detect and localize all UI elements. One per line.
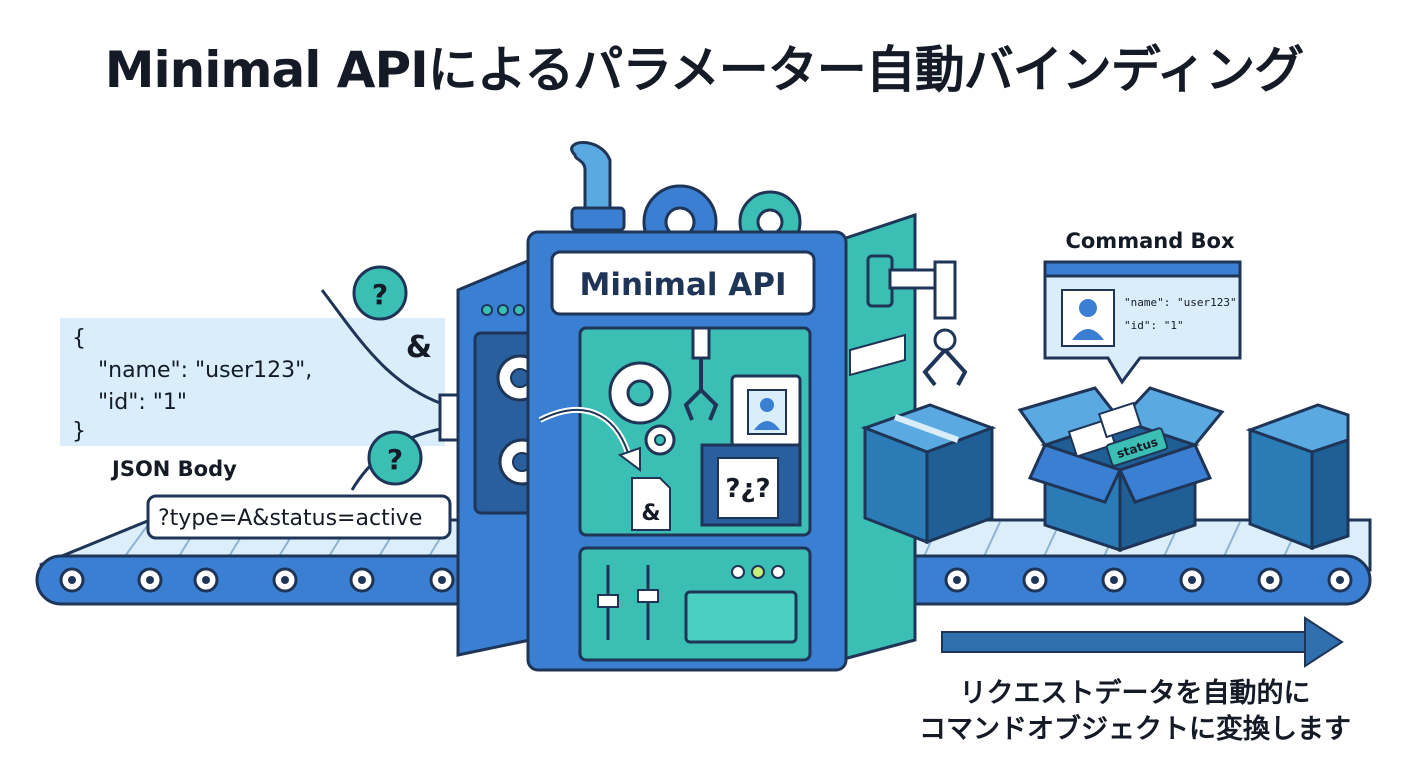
- window-gear-icon: [608, 361, 672, 425]
- command-box-line-2: "id": "1": [1124, 319, 1184, 332]
- question-badge-top: ?: [352, 265, 408, 321]
- json-line-1: {: [72, 326, 86, 351]
- machine-label: Minimal API: [579, 267, 786, 303]
- ampersand-paper: &: [641, 501, 660, 526]
- json-body-panel: { "name": "user123", "id": "1" }: [60, 318, 445, 446]
- caption-line-2: コマンドオブジェクトに変換します: [919, 713, 1351, 745]
- closed-box-1: [860, 403, 997, 545]
- minimal-api-machine: Minimal API ?¿? &: [456, 141, 968, 672]
- command-box-callout: "name": "user123" "id": "1": [1043, 260, 1242, 385]
- json-line-4: }: [72, 419, 86, 444]
- scrap-symbols: ?¿?: [725, 474, 770, 504]
- command-box-line-1: "name": "user123": [1124, 296, 1237, 309]
- caption: リクエストデータを自動的に コマンドオブジェクトに変換します: [900, 676, 1370, 747]
- query-string-text: ?type=A&status=active: [158, 506, 422, 531]
- question-badge-bottom: ?: [367, 430, 423, 486]
- json-line-2: "name": "user123",: [98, 358, 312, 383]
- json-body-label: JSON Body: [110, 457, 237, 481]
- output-direction-arrow-icon: [941, 616, 1344, 668]
- json-line-3: "id": "1": [98, 390, 187, 415]
- command-box-label: Command Box: [1065, 229, 1235, 253]
- caption-line-1: リクエストデータを自動的に: [959, 678, 1311, 709]
- window-gear-small-icon: [644, 424, 676, 456]
- query-string-box: ?type=A&status=active: [146, 494, 452, 540]
- closed-box-2: [1245, 403, 1350, 551]
- svg-text:&: &: [406, 330, 432, 365]
- open-command-box: status: [1017, 386, 1225, 553]
- svg-text:?: ?: [372, 278, 388, 311]
- svg-text:?: ?: [387, 443, 403, 476]
- page-title: Minimal APIによるパラメーター自動バインディング: [104, 41, 1304, 99]
- ampersand-badge: &: [397, 323, 441, 367]
